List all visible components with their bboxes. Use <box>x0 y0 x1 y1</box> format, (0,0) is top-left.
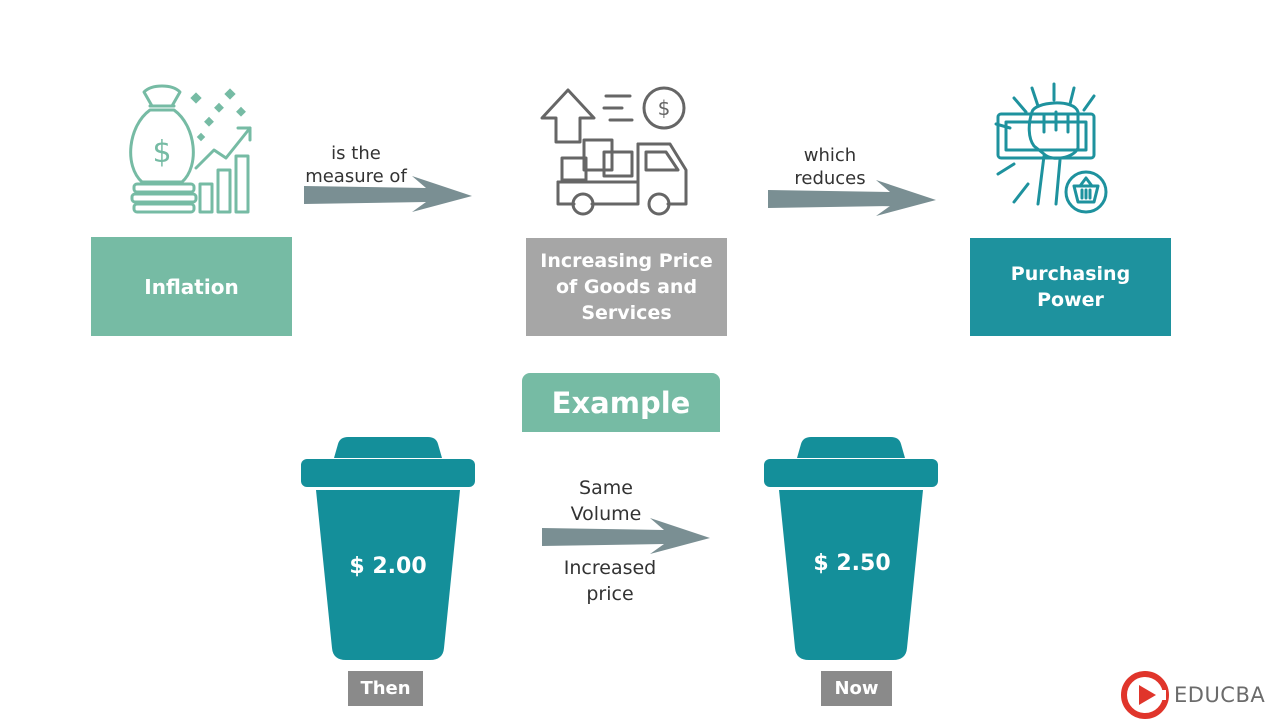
hand-money-basket-icon <box>994 82 1108 214</box>
arrow-label-reduces: which reduces <box>794 145 866 189</box>
then-price: $ 2.00 <box>349 553 427 579</box>
educba-logo-icon <box>1121 671 1169 719</box>
svg-text:$: $ <box>152 135 171 170</box>
increasing-price-box: Increasing Price of Goods and Services <box>526 238 727 336</box>
arrow-right-2 <box>768 180 936 216</box>
svg-text:$: $ <box>658 96 671 120</box>
coffee-cup-icon <box>764 437 938 660</box>
then-tag: Then <box>348 671 423 706</box>
delivery-truck-price-up-icon: $ <box>540 86 688 216</box>
arrow-label-increased-price: Increased price <box>563 557 657 605</box>
now-price: $ 2.50 <box>813 550 891 576</box>
inflation-box: Inflation <box>91 237 292 336</box>
brand-name: EDUCBA <box>1174 683 1266 707</box>
arrow-right-1 <box>304 176 472 212</box>
coffee-cup-icon <box>301 437 475 660</box>
now-tag: Now <box>821 671 892 706</box>
example-heading: Example <box>522 373 720 432</box>
arrow-right-3 <box>542 518 710 554</box>
arrow-label-measure-of: is the measure of <box>305 143 407 187</box>
money-bag-growth-chart-icon: $ <box>129 84 252 214</box>
purchasing-power-box: Purchasing Power <box>970 238 1171 336</box>
arrow-label-same-volume: Same Volume <box>570 477 642 525</box>
